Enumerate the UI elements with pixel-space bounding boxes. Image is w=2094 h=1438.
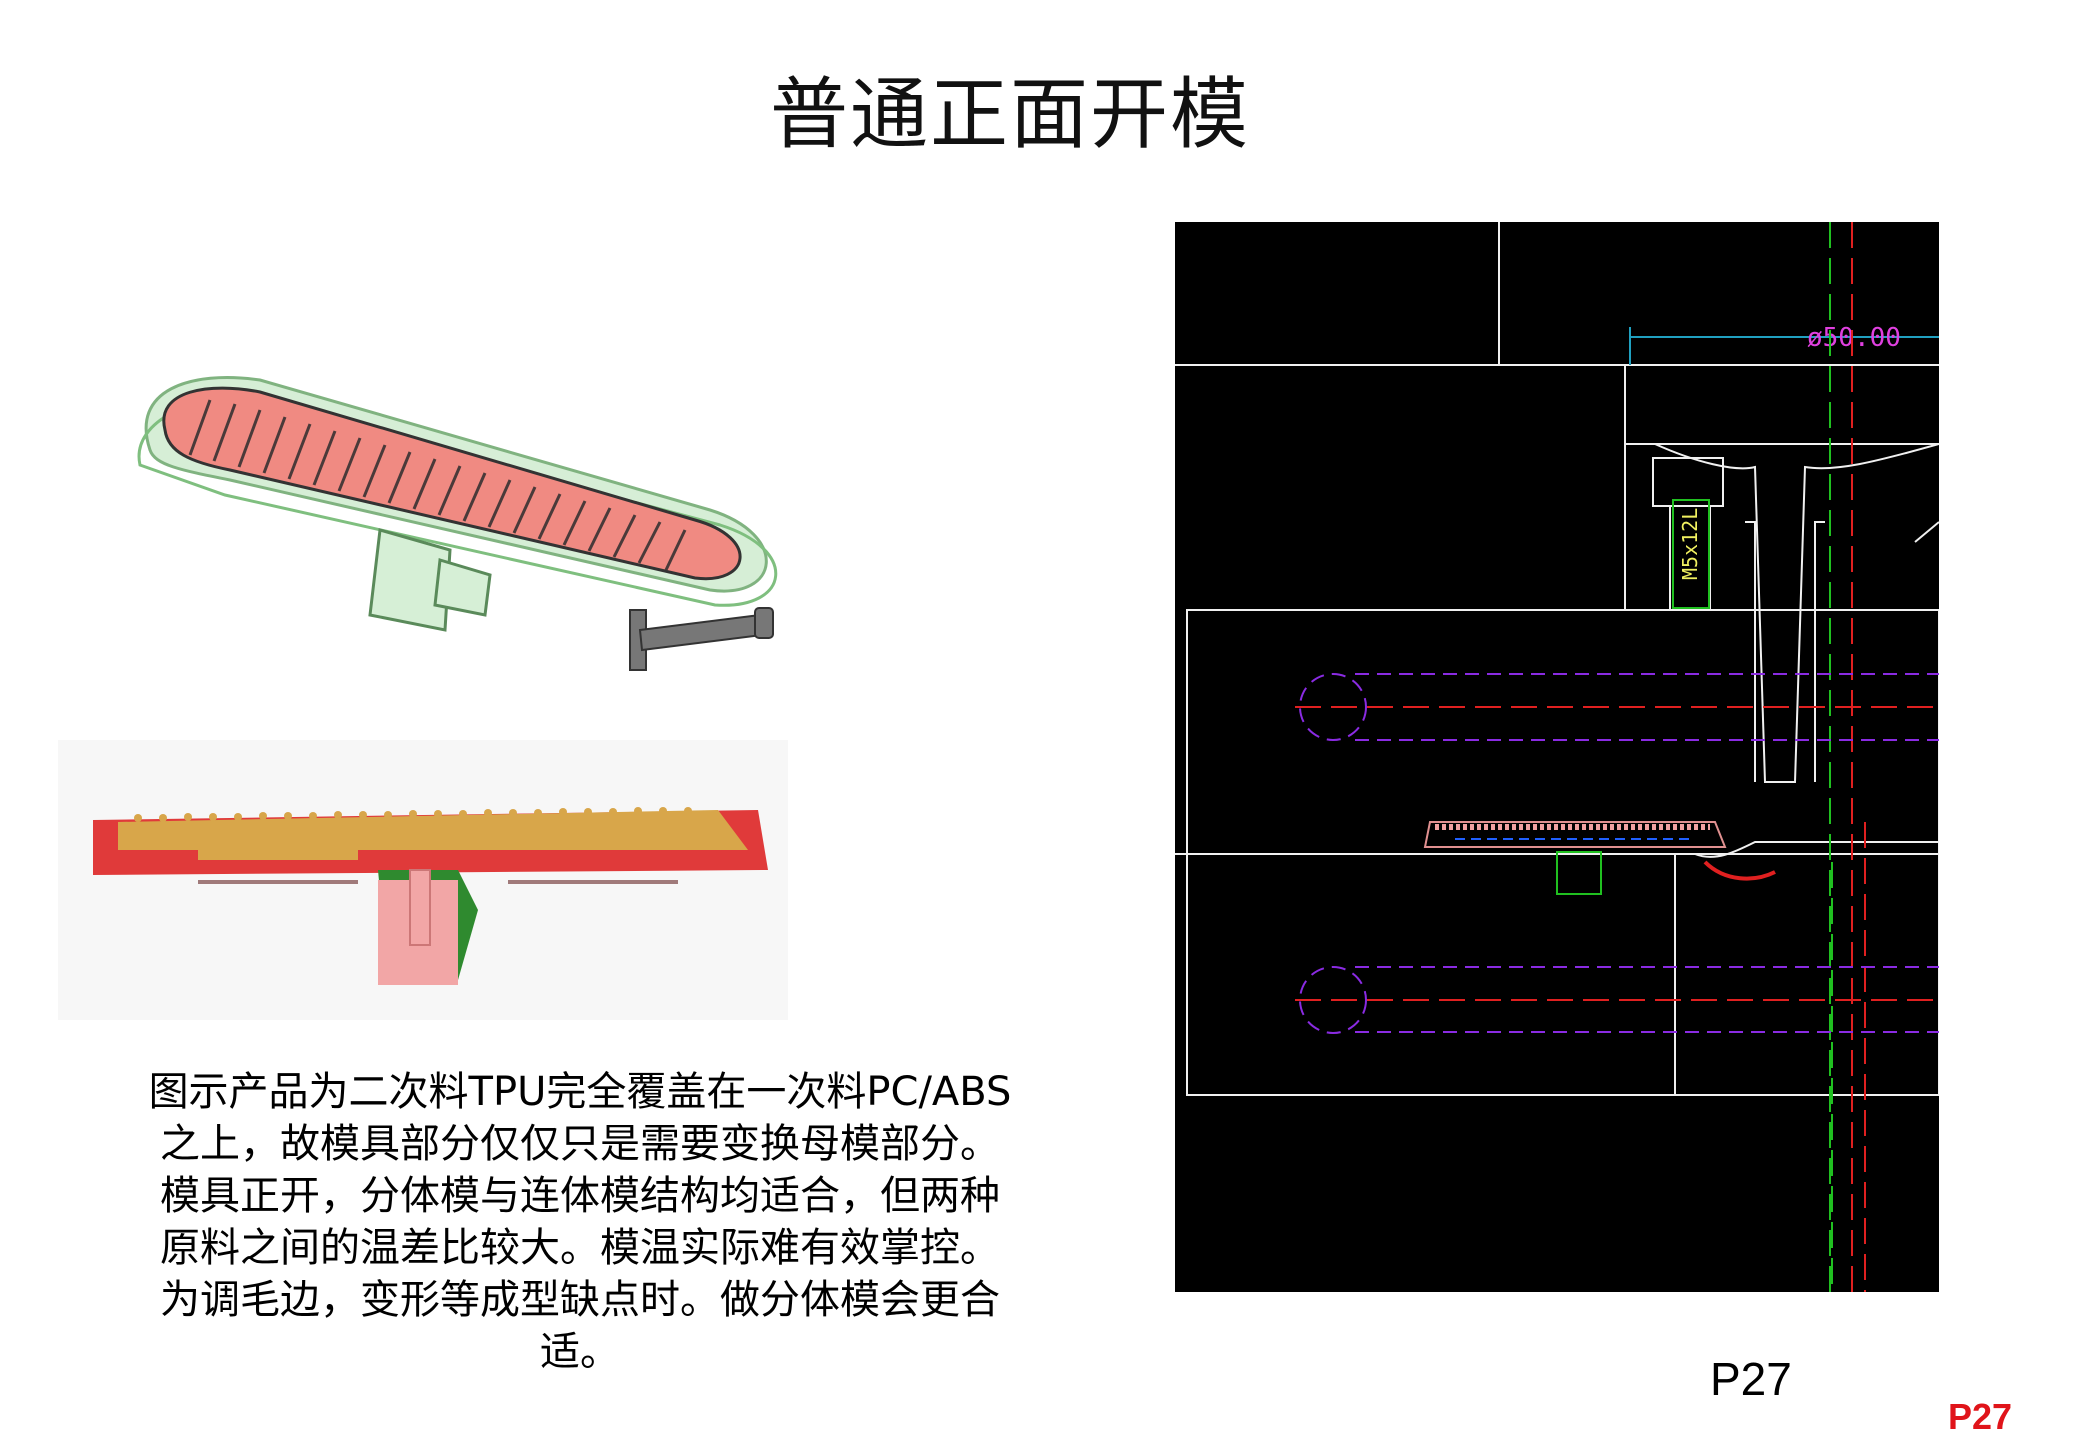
page-number: P27 <box>1710 1353 1792 1405</box>
pin-handle <box>629 607 774 671</box>
screw: M5x12L <box>1672 499 1710 609</box>
part-section <box>1423 821 1776 895</box>
product-3d-image <box>137 376 778 671</box>
product-cross-section <box>58 740 788 1020</box>
screw-label: M5x12L <box>1678 508 1702 580</box>
description-line: 原料之间的温差比较大。模温实际难有效掌控。 <box>160 1225 1000 1271</box>
grip-ribs <box>188 399 687 571</box>
cooling-channels <box>1299 673 1939 1034</box>
page-number-red: P27 <box>1948 1396 2013 1437</box>
description-line: 图示产品为二次料TPU完全覆盖在一次料PC/ABS <box>148 1069 1012 1115</box>
bottom-boss <box>368 528 492 632</box>
pcabs-section-layer <box>118 810 748 860</box>
slide-title: 普通正面开模 <box>769 70 1250 160</box>
description-line: 为调毛边，变形等成型缺点时。做分体模会更合 <box>160 1277 1000 1323</box>
mold-cad-drawing: M5x12L ø50.00 <box>1175 222 1939 1292</box>
description-line: 适。 <box>540 1329 620 1375</box>
centerlines <box>1295 222 1939 1292</box>
description-line: 之上，故模具部分仅仅只是需要变换母模部分。 <box>160 1121 1000 1167</box>
dimension-label: ø50.00 <box>1807 323 1901 353</box>
description-line: 模具正开，分体模与连体模结构均适合，但两种 <box>160 1173 1000 1219</box>
boss-section <box>378 869 478 985</box>
rib-bumps <box>134 807 692 822</box>
dimension <box>1629 327 1939 365</box>
description-text: 图示产品为二次料TPU完全覆盖在一次料PC/ABS 之上，故模具部分仅仅只是需要… <box>100 1066 1060 1378</box>
